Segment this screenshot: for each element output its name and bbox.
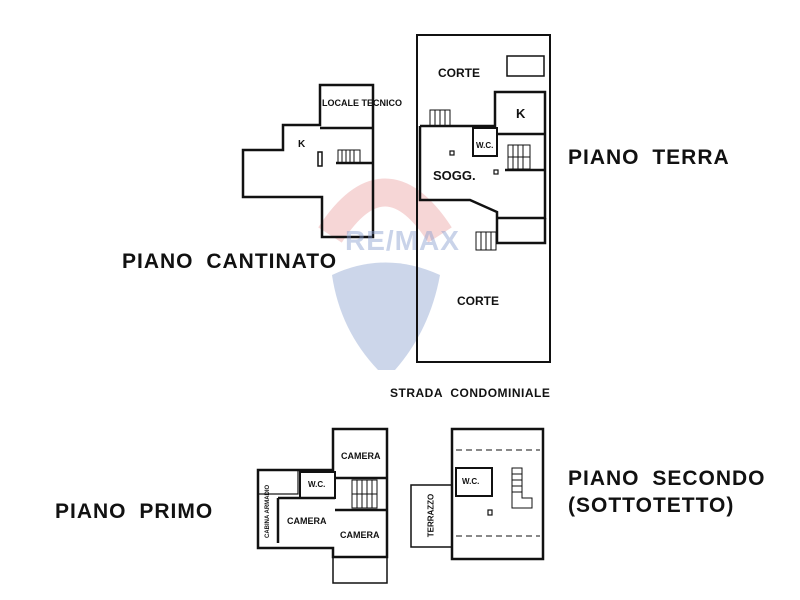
floor-title-secondo: PIANO SECONDO xyxy=(568,467,766,490)
room-corte-top: CORTE xyxy=(438,66,480,80)
room-camera-top: CAMERA xyxy=(341,451,381,461)
room-kitchen-cantinato: K xyxy=(298,139,306,150)
room-camera-left: CAMERA xyxy=(287,516,327,526)
street-label: STRADA CONDOMINIALE xyxy=(390,386,551,400)
room-corte-bottom: CORTE xyxy=(457,294,499,308)
floor-title-cantinato: PIANO CANTINATO xyxy=(122,250,338,273)
room-wc-terra: W.C. xyxy=(476,141,494,150)
remax-balloon-watermark xyxy=(318,178,452,370)
room-terrazzo: TERRAZZO xyxy=(426,493,436,538)
room-cabina-armadio: CABINA ARMADIO xyxy=(265,484,271,538)
floor-title-primo: PIANO PRIMO xyxy=(55,500,214,523)
cantinato-outline xyxy=(241,83,375,239)
room-soggiorno: SOGG. xyxy=(433,168,476,183)
room-kitchen-terra: K xyxy=(516,106,526,121)
room-locale-tecnico: LOCALE TECNICO xyxy=(322,98,402,108)
secondo-outline xyxy=(450,427,545,561)
remax-watermark: RE/MAX xyxy=(345,225,460,256)
room-wc-primo: W.C. xyxy=(308,480,326,489)
terra-lot-outline xyxy=(416,34,551,363)
floor-subtitle-sottotetto: (SOTTOTETTO) xyxy=(568,494,735,517)
room-camera-right: CAMERA xyxy=(340,530,380,540)
floor-title-terra: PIANO TERRA xyxy=(568,146,730,169)
room-wc-secondo: W.C. xyxy=(462,477,480,486)
primo-outline xyxy=(256,427,389,559)
